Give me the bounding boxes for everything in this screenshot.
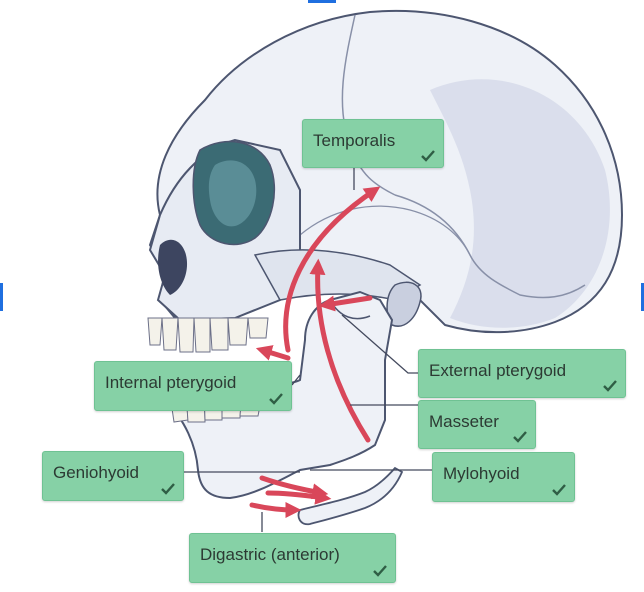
upper-teeth [147,317,269,353]
hyoid-bone [297,466,404,526]
label-geniohyoid[interactable]: Geniohyoid [42,451,184,501]
cranium-shading [430,79,610,328]
digastric-arrow [249,501,302,518]
check-icon [373,565,387,577]
label-internal-pterygoid-text: Internal pterygoid [105,373,237,392]
lambdoid-suture [394,194,586,299]
edge-marker-top [308,0,336,3]
leader-internal-pterygoid [291,374,301,386]
label-temporalis-text: Temporalis [313,131,396,150]
label-masseter[interactable]: Masseter [418,400,536,449]
label-temporalis[interactable]: Temporalis [302,119,444,168]
mylohyoid-arrow [265,488,332,505]
label-external-pterygoid[interactable]: External pterygoid [418,349,626,398]
mastoid [386,281,422,327]
orbit-inner [208,160,257,227]
temporalis-arrow [283,186,381,353]
check-icon [269,393,283,405]
external-pterygoid-arrow [318,295,373,312]
label-mylohyoid[interactable]: Mylohyoid [432,452,575,502]
check-icon [513,431,527,443]
internal-pterygoid-arrow [255,345,291,361]
label-geniohyoid-text: Geniohyoid [53,463,140,482]
label-digastric-anterior[interactable]: Digastric (anterior) [189,533,396,583]
nasal-cavity [158,239,188,295]
label-masseter-text: Masseter [429,412,499,431]
edge-marker-left [0,283,3,311]
masseter-arrow [309,258,371,443]
muscle-arrows [249,186,381,518]
edge-marker-right [641,283,644,311]
leader-external-pterygoid [341,314,418,374]
label-internal-pterygoid[interactable]: Internal pterygoid [94,361,292,411]
check-icon [421,150,435,162]
label-external-pterygoid-text: External pterygoid [429,361,567,380]
label-mylohyoid-text: Mylohyoid [443,464,520,483]
zygomatic-arch [253,249,422,301]
squamous-suture [299,205,471,256]
check-icon [603,380,617,392]
check-icon [552,484,566,496]
label-digastric-anterior-text: Digastric (anterior) [200,545,340,564]
check-icon [161,483,175,495]
leader-lines [184,168,432,532]
